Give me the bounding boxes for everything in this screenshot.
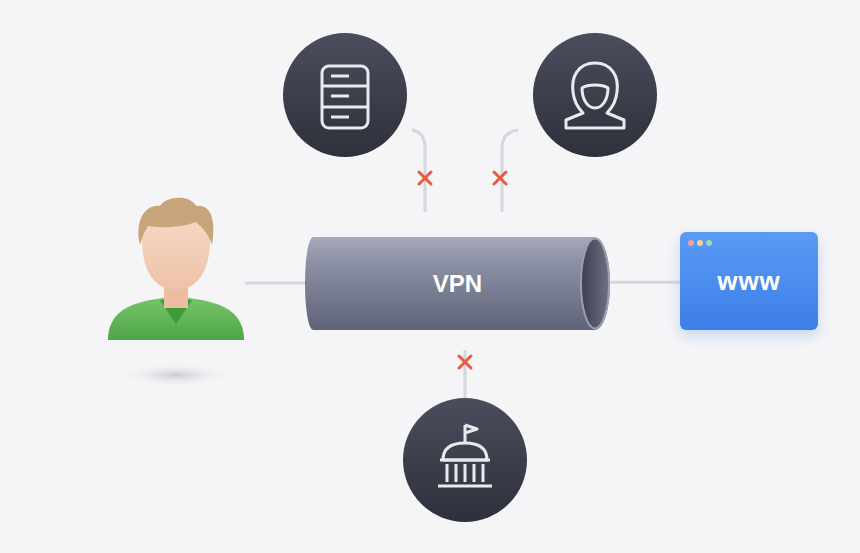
vpn-tunnel: VPN [305, 237, 610, 330]
window-dots [686, 237, 726, 251]
hacker-icon [533, 33, 657, 157]
server-icon [283, 33, 407, 157]
url-label: www [717, 266, 781, 297]
browser-window: www [680, 232, 818, 330]
connector [610, 282, 680, 283]
user-figure [108, 198, 244, 387]
tunnel-label: VPN [433, 270, 482, 298]
government-icon [403, 398, 527, 522]
